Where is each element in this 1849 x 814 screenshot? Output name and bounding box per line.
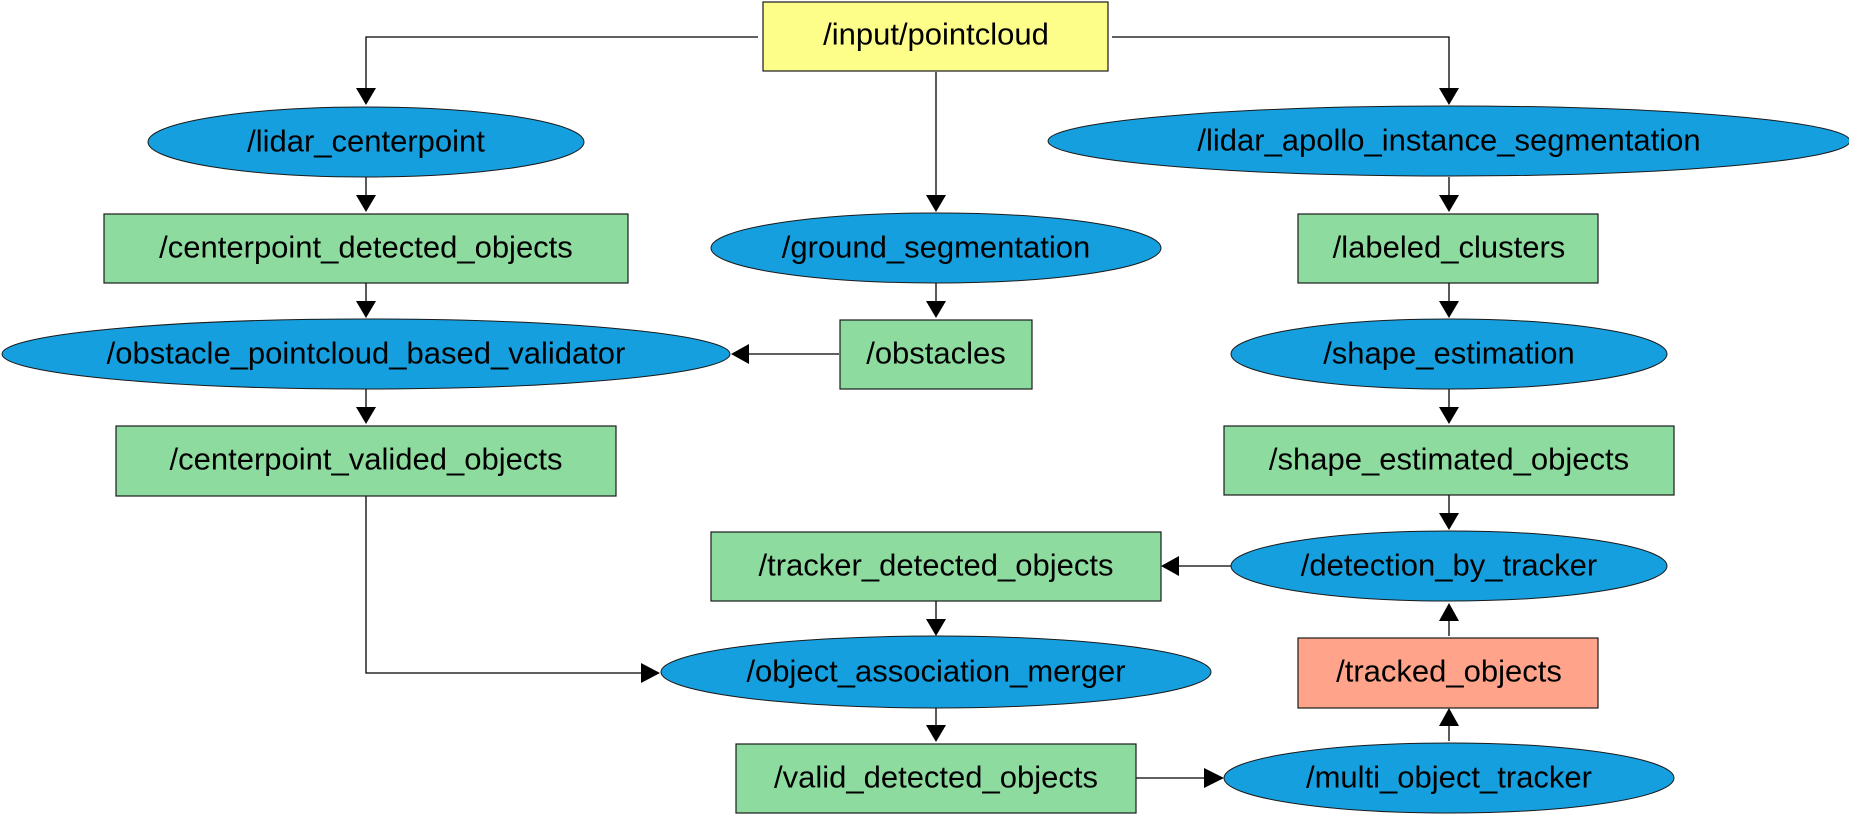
arrow-apollo-to-clusters — [1439, 195, 1459, 212]
ground-segmentation-label: /ground_segmentation — [782, 230, 1091, 265]
edge-valided-to-merger — [365, 496, 641, 674]
shape-estimated-objects-topic: /shape_estimated_objects — [1223, 425, 1675, 496]
input-pointcloud-label: /input/pointcloud — [823, 17, 1049, 52]
shape-estimation-label: /shape_estimation — [1323, 336, 1575, 371]
arrow-valided-to-merger — [641, 663, 660, 683]
tracked-objects-label: /tracked_objects — [1336, 654, 1562, 689]
centerpoint-valided-objects-label: /centerpoint_valided_objects — [170, 442, 563, 477]
arrow-valid-to-multi-tracker — [1204, 768, 1224, 788]
obstacle-pointcloud-based-validator-label: /obstacle_pointcloud_based_validator — [107, 336, 626, 371]
object-association-merger-label: /object_association_merger — [746, 654, 1125, 689]
multi-object-tracker-node: /multi_object_tracker — [1223, 742, 1675, 814]
obstacles-label: /obstacles — [866, 336, 1006, 371]
centerpoint-detected-objects-topic: /centerpoint_detected_objects — [103, 213, 629, 284]
valid-detected-objects-label: /valid_detected_objects — [774, 760, 1098, 795]
arrow-input-to-centerpoint — [356, 88, 376, 105]
arrow-tracker-to-tracked — [1439, 708, 1459, 726]
shape-estimation-node: /shape_estimation — [1230, 318, 1668, 390]
labeled-clusters-topic: /labeled_clusters — [1297, 213, 1599, 284]
arrow-centerpoint-to-detected — [356, 195, 376, 212]
input-pointcloud-topic: /input/pointcloud — [762, 1, 1109, 72]
arrow-merger-to-valid — [926, 725, 946, 742]
edges — [356, 36, 1459, 788]
tracker-detected-objects-topic: /tracker_detected_objects — [710, 531, 1162, 602]
arrow-shape-to-estimated — [1439, 407, 1459, 424]
lidar-apollo-instance-segmentation-label: /lidar_apollo_instance_segmentation — [1197, 123, 1700, 158]
detection-by-tracker-node: /detection_by_tracker — [1230, 530, 1668, 602]
labeled-clusters-label: /labeled_clusters — [1333, 230, 1566, 265]
arrow-obstacles-to-validator — [731, 344, 749, 364]
arrow-input-to-ground — [926, 195, 946, 212]
arrow-ground-to-obstacles — [926, 301, 946, 318]
arrow-detected-to-validator — [356, 301, 376, 318]
multi-object-tracker-label: /multi_object_tracker — [1306, 760, 1592, 795]
lidar-centerpoint-label: /lidar_centerpoint — [247, 124, 485, 159]
detection-by-tracker-label: /detection_by_tracker — [1301, 548, 1597, 583]
object-association-merger-node: /object_association_merger — [660, 635, 1212, 709]
lidar-apollo-instance-segmentation-node: /lidar_apollo_instance_segmentation — [1047, 105, 1849, 177]
centerpoint-detected-objects-label: /centerpoint_detected_objects — [159, 230, 573, 265]
ground-segmentation-node: /ground_segmentation — [710, 212, 1162, 284]
arrow-clusters-to-shape — [1439, 301, 1459, 318]
tracker-detected-objects-label: /tracker_detected_objects — [759, 548, 1114, 583]
centerpoint-valided-objects-topic: /centerpoint_valided_objects — [115, 425, 617, 497]
edge-input-to-centerpoint — [365, 36, 758, 88]
valid-detected-objects-topic: /valid_detected_objects — [735, 743, 1137, 814]
tracked-objects-topic: /tracked_objects — [1297, 637, 1599, 709]
obstacles-topic: /obstacles — [839, 319, 1033, 390]
edge-input-to-apollo — [1112, 36, 1450, 88]
arrow-tracked-to-detection — [1439, 603, 1459, 621]
arrow-detection-to-tracker-detected — [1161, 556, 1179, 576]
arrow-tracker-detected-to-merger — [926, 619, 946, 636]
obstacle-pointcloud-based-validator-node: /obstacle_pointcloud_based_validator — [1, 318, 731, 390]
lidar-centerpoint-node: /lidar_centerpoint — [147, 106, 585, 178]
arrow-input-to-apollo — [1439, 88, 1459, 105]
arrow-validator-to-valided — [356, 407, 376, 424]
arrow-estimated-to-detection — [1439, 513, 1459, 530]
shape-estimated-objects-label: /shape_estimated_objects — [1269, 442, 1629, 477]
